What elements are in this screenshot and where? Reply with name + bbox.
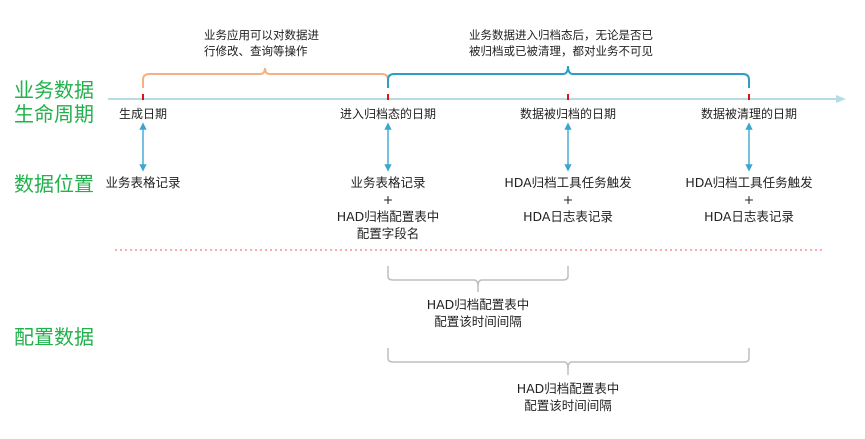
arrowhead: [139, 122, 147, 130]
archive-interval-brace: [387, 266, 569, 287]
milestone-archived-date: 数据被归档的日期: [519, 107, 616, 121]
invisible-period-brace: [387, 65, 750, 88]
location-plus: +: [562, 192, 574, 207]
location-line: HAD归档配置表中: [336, 209, 440, 224]
invisible-period-note: 业务数据进入归档态后，无论是否已 被归档或已被清理，都对业务不可见: [469, 27, 653, 59]
archive-interval-config: HAD归档配置表中 配置该时间间隔: [408, 296, 548, 330]
arrowhead: [564, 122, 572, 130]
location-line: HDA归档工具任务触发: [685, 175, 813, 190]
row-label-config: 配置数据: [14, 325, 94, 349]
row-label-lifecycle-line2: 生命周期: [14, 102, 94, 126]
arrowhead: [384, 122, 392, 130]
editable-note-line1: 业务应用可以对数据进: [204, 28, 319, 42]
row-label-lifecycle: 业务数据 生命周期: [14, 78, 94, 126]
milestone-archive-state-date: 进入归档态的日期: [339, 107, 436, 121]
editable-period-brace: [142, 67, 389, 88]
location-generation: 业务表格记录: [88, 174, 198, 191]
location-plus: +: [382, 192, 394, 207]
location-archived: HDA归档工具任务触发 + HDA日志表记录: [488, 174, 648, 225]
location-line: HDA归档工具任务触发: [504, 175, 632, 190]
clean-interval-brace: [387, 348, 750, 369]
location-cleaned: HDA归档工具任务触发 + HDA日志表记录: [669, 174, 829, 225]
location-line: HDA日志表记录: [704, 209, 794, 224]
arrowhead: [384, 164, 392, 172]
config-line1: HAD归档配置表中: [516, 381, 620, 396]
config-line1: HAD归档配置表中: [426, 297, 530, 312]
arrowhead: [564, 164, 572, 172]
invisible-note-line2: 被归档或已被清理，都对业务不可见: [469, 44, 653, 58]
row-label-lifecycle-line1: 业务数据: [14, 78, 94, 102]
location-plus: +: [743, 192, 755, 207]
milestone-generation-date: 生成日期: [118, 107, 167, 121]
location-line: HDA日志表记录: [523, 209, 613, 224]
location-line: 业务表格记录: [350, 175, 426, 190]
config-line2: 配置该时间间隔: [434, 314, 522, 329]
arrowhead: [139, 164, 147, 172]
row-label-location: 数据位置: [14, 172, 94, 196]
clean-interval-config: HAD归档配置表中 配置该时间间隔: [498, 380, 638, 414]
location-line: 业务表格记录: [105, 175, 181, 190]
milestone-cleaned-date: 数据被清理的日期: [700, 107, 797, 121]
editable-period-note: 业务应用可以对数据进 行修改、查询等操作: [204, 27, 319, 59]
timeline-arrowhead: [836, 95, 846, 103]
location-archive-state: 业务表格记录 + HAD归档配置表中 配置字段名: [318, 174, 458, 242]
editable-note-line2: 行修改、查询等操作: [204, 44, 308, 58]
config-line2: 配置该时间间隔: [524, 398, 612, 413]
invisible-note-line1: 业务数据进入归档态后，无论是否已: [469, 28, 653, 42]
arrowhead: [745, 122, 753, 130]
location-line: 配置字段名: [356, 226, 420, 241]
arrowhead: [745, 164, 753, 172]
